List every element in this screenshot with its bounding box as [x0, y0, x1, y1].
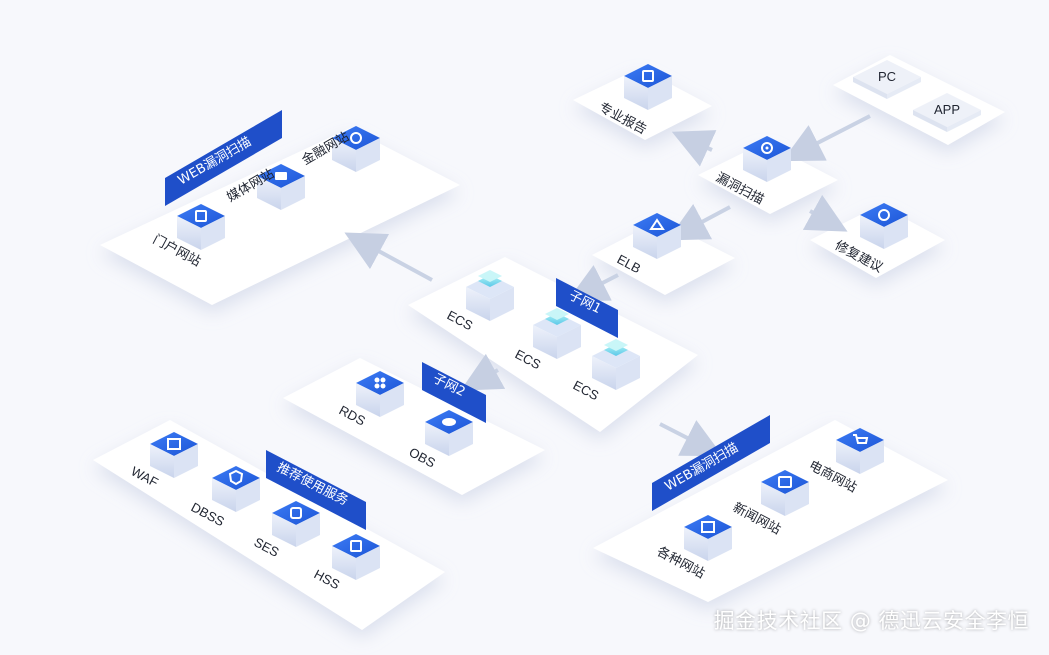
tag-subnet2: 子网2: [422, 362, 486, 423]
cube-elb: [633, 213, 681, 259]
gear-icon: [878, 209, 890, 221]
cloud-icon: [442, 418, 456, 426]
panel-web-scan-right: [593, 420, 948, 602]
svg-text:PC: PC: [878, 69, 896, 84]
cube-hss: [332, 534, 380, 580]
arrow-clients-to-scan: [782, 114, 871, 162]
cube-finance: [332, 126, 380, 172]
cube-sites: [684, 515, 732, 561]
cube-ecs-3: [592, 339, 640, 390]
cube-vuln-scan: [743, 136, 791, 182]
document-icon: [350, 540, 362, 552]
cube-shop: [836, 428, 884, 474]
arrow-scan-to-report: [671, 130, 717, 167]
network-icon: [649, 218, 665, 230]
cube-dbss: [212, 466, 260, 512]
radar-icon: [761, 142, 773, 154]
box-icon: [290, 507, 302, 519]
server-stack-icon: [604, 339, 628, 356]
cube-rds: [356, 371, 404, 417]
server-stack-icon: [545, 308, 569, 325]
news-icon: [778, 476, 792, 488]
panel-elb: [592, 220, 735, 295]
arrow-subnet1-to-subnet2: [460, 353, 506, 391]
cube-ecs-1: [466, 270, 514, 321]
cube-waf: [150, 432, 198, 478]
cube-news: [761, 470, 809, 516]
cube-obs: [425, 410, 473, 456]
cube-ses: [272, 501, 320, 547]
document-icon: [642, 70, 654, 82]
watermark-text: 掘金技术社区 @ 德迅云安全李恒: [713, 609, 1029, 633]
grid-icon: [167, 438, 181, 450]
shield-icon: [228, 469, 244, 486]
gear-icon: [350, 132, 362, 144]
database-icon: [374, 377, 386, 389]
server-stack-icon: [478, 270, 502, 287]
panel-clients: [833, 55, 1005, 145]
cube-portal: [177, 204, 225, 250]
panel-subnet2: [283, 358, 545, 495]
client-pc: PC: [853, 60, 921, 99]
cart-icon: [853, 434, 869, 444]
grid-icon: [701, 521, 715, 533]
panel-web-scan-left: [100, 128, 460, 305]
arrow-scan-to-repair: [802, 194, 848, 232]
cube-media: [257, 164, 305, 210]
arrow-subnet1-to-web-right: [659, 420, 723, 457]
arrow-ecs-to-web-left: [344, 232, 433, 282]
cube-repair: [860, 203, 908, 249]
arrow-elb-to-ecs: [567, 265, 619, 302]
arrow-scan-to-elb: [667, 203, 731, 241]
cube-ecs-2: [533, 308, 581, 359]
camera-icon: [275, 172, 287, 180]
svg-text:APP: APP: [934, 102, 960, 117]
document-icon: [195, 210, 207, 222]
client-app: APP: [913, 93, 981, 132]
cube-report: [624, 64, 672, 110]
